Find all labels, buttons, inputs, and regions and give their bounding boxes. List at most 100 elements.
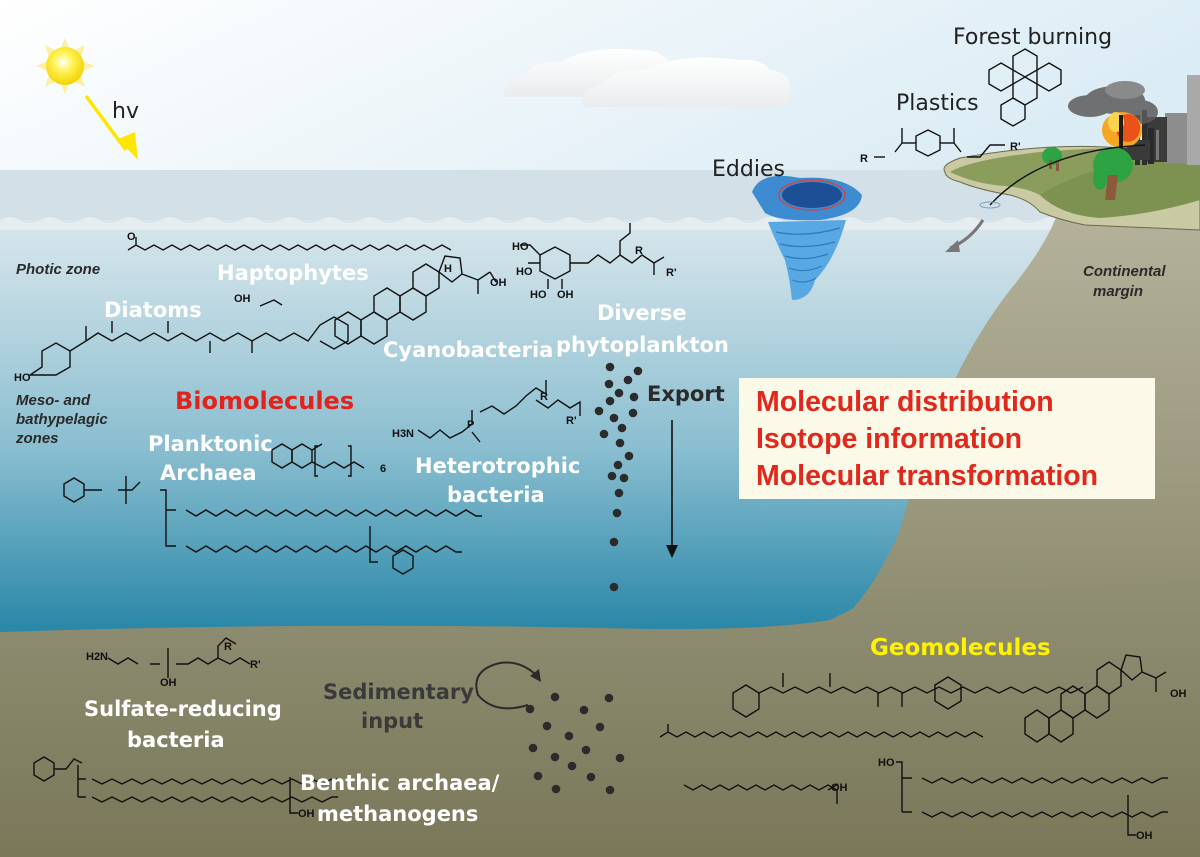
sulfate-reducer-lipid xyxy=(107,637,251,678)
particle-dot xyxy=(605,396,615,406)
particle-dot xyxy=(599,429,609,439)
particle-dot xyxy=(551,784,561,794)
glyco-r-prime: R' xyxy=(666,267,677,279)
phospho-h3n: H3N xyxy=(392,428,414,440)
particle-dot xyxy=(615,753,625,763)
phospho-r: R xyxy=(540,391,548,403)
info-line-distribution: Molecular distribution xyxy=(756,386,1054,418)
light-arrow xyxy=(84,94,128,152)
eddies-label: Eddies xyxy=(712,157,785,182)
particle-dot xyxy=(624,451,634,461)
benthic-label-1: Benthic archaea/ xyxy=(300,771,500,795)
sulfate-reducing-label-1: Sulfate-reducing xyxy=(84,697,282,721)
particle-dot xyxy=(542,721,552,731)
haptophytes-label: Haptophytes xyxy=(217,261,369,285)
meso-zone-label-2: bathypelagic xyxy=(16,411,108,428)
fire-icon xyxy=(1102,112,1142,150)
phospholipid-structure xyxy=(417,380,581,443)
sedimentary-label-1: Sedimentary xyxy=(323,680,474,704)
info-line-transformation: Molecular transformation xyxy=(756,460,1099,492)
cyanobacteria-label: Cyanobacteria xyxy=(383,338,554,362)
particle-dot xyxy=(579,705,589,715)
geomolecules-heading: Geomolecules xyxy=(870,635,1051,661)
particle-dot xyxy=(615,438,625,448)
sedimentary-label-2: input xyxy=(361,709,424,733)
phospho-p: P xyxy=(467,419,474,431)
particle-dot xyxy=(614,488,624,498)
particle-dot xyxy=(609,413,619,423)
benthic-label-2: methanogens xyxy=(317,802,479,826)
plastic-r-prime: R' xyxy=(1010,141,1021,153)
fucox-oh: OH xyxy=(234,293,251,305)
wave-line xyxy=(0,217,1200,230)
particle-dot xyxy=(586,772,596,782)
plastic-r: R xyxy=(860,153,868,165)
particle-dot xyxy=(613,460,623,470)
fatty-acid-structure xyxy=(683,783,839,804)
particle-dot xyxy=(564,731,574,741)
fucoxanthin-structure xyxy=(27,299,349,376)
alkenone-o: O xyxy=(127,231,136,243)
particle-dot xyxy=(609,537,619,547)
sulfate-h2n: H2N xyxy=(86,651,108,663)
particle-dot xyxy=(567,761,577,771)
pah-structure xyxy=(988,48,1062,127)
export-particles xyxy=(594,362,643,592)
sun-icon xyxy=(36,38,95,94)
particle-dot xyxy=(528,743,538,753)
particle-dot xyxy=(581,745,591,755)
alkenone-sediment-structure xyxy=(659,724,984,738)
hopanoid-structure xyxy=(334,255,497,345)
analysis-box: Molecular distribution Isotope informati… xyxy=(739,378,1155,499)
sediment-particles xyxy=(525,692,625,795)
glyco-ho-3: HO xyxy=(530,289,547,301)
archaea-gdgt-structure xyxy=(63,443,482,575)
archaea-label-2: Archaea xyxy=(160,461,257,485)
particle-dot xyxy=(614,388,624,398)
glyco-oh: OH xyxy=(557,289,574,301)
meso-zone-label-3: zones xyxy=(16,430,59,447)
hopanoid-h: H xyxy=(444,263,452,275)
fucox-ho: HO xyxy=(14,372,31,384)
particle-dot xyxy=(550,752,560,762)
cloud-icon xyxy=(504,48,791,108)
particle-dot xyxy=(633,366,643,376)
plastics-structure xyxy=(874,128,1005,158)
particle-dot xyxy=(623,375,633,385)
gdgt-sed-oh: OH xyxy=(1136,830,1153,842)
sulfate-r: R xyxy=(224,641,232,653)
gdgt-sediment-structure xyxy=(896,761,1168,836)
runoff-line xyxy=(989,144,1146,206)
particle-dot xyxy=(628,408,638,418)
continental-label-2: margin xyxy=(1093,283,1144,300)
benthic-oh: OH xyxy=(298,808,315,820)
meso-zone-label-1: Meso- and xyxy=(16,392,91,409)
tree-icon xyxy=(1042,147,1133,200)
sulfate-oh: OH xyxy=(160,677,177,689)
sulfate-r-prime: R' xyxy=(250,659,261,671)
quinone-n: 6 xyxy=(380,463,386,475)
particle-dot xyxy=(550,692,560,702)
phytoplankton-label-2: phytoplankton xyxy=(556,333,729,357)
carotenoid-structure xyxy=(732,673,1084,718)
particle-dot xyxy=(617,423,627,433)
hill xyxy=(1040,160,1200,218)
hopanoid-oh: OH xyxy=(490,277,507,289)
glycolipid-structure xyxy=(520,223,665,289)
continental-label-1: Continental xyxy=(1083,263,1166,280)
archaea-label-1: Planktonic xyxy=(148,432,273,456)
particle-dot xyxy=(604,693,614,703)
particle-dot xyxy=(619,473,629,483)
phospho-r-prime: R' xyxy=(566,415,577,427)
particle-dot xyxy=(605,362,615,372)
benthic-archaea-lipid xyxy=(33,756,338,814)
heterotrophic-label-2: bacteria xyxy=(447,483,545,507)
particle-dot xyxy=(609,582,619,592)
hopanoid-sed-oh: OH xyxy=(1170,688,1187,700)
heterotrophic-label-1: Heterotrophic xyxy=(415,454,581,478)
photic-zone-label: Photic zone xyxy=(16,261,101,278)
gdgt-sed-ho: HO xyxy=(878,757,895,769)
phytoplankton-label-1: Diverse xyxy=(597,301,687,325)
glyco-r: R xyxy=(635,245,643,257)
diatoms-label: Diatoms xyxy=(104,298,202,322)
